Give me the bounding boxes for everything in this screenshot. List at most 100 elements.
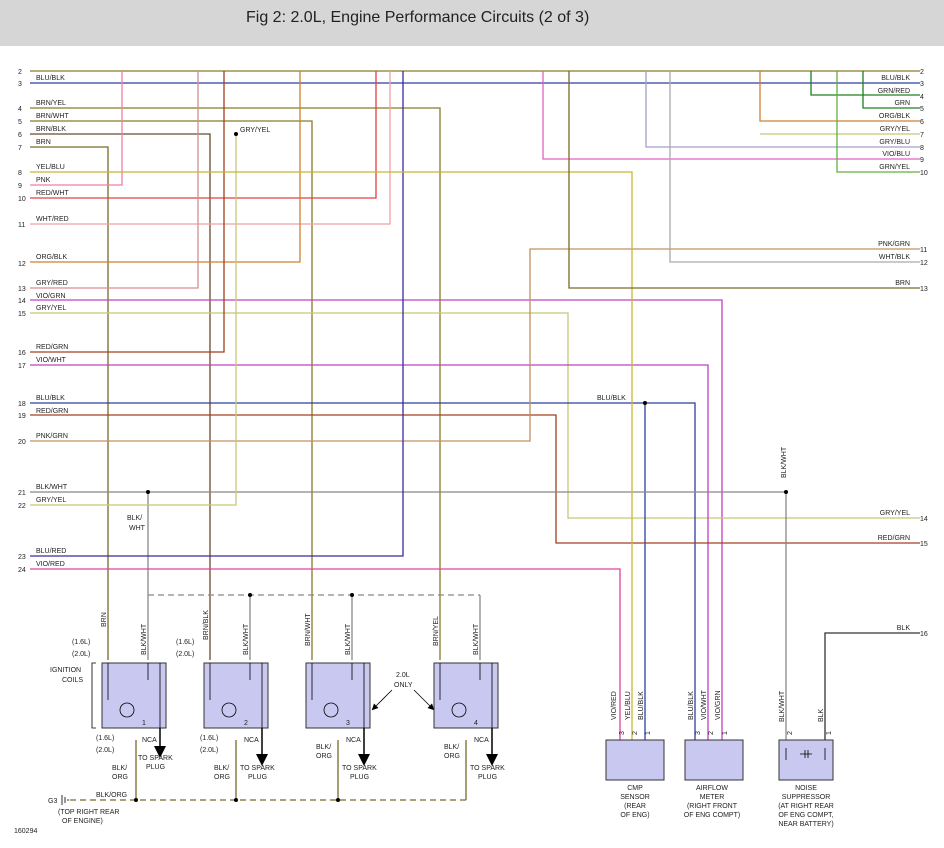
wire-red-grn-19 bbox=[30, 414, 920, 544]
coil-4-spark-1: TO SPARK bbox=[470, 765, 505, 772]
coil-3-pin2-wire: BRN/WHT bbox=[305, 613, 312, 646]
right-connector: 2 3 4 5 6 7 8 9 10 11 12 13 14 15 16 BLU… bbox=[878, 69, 928, 638]
airflow-meter: BLU/BLK VIO/WHT VIO/GRN 3 2 1 AIRFLOW ME… bbox=[684, 689, 744, 819]
wire-blu-red bbox=[30, 71, 404, 557]
coil-3-pin3-wire: BLK/WHT bbox=[345, 623, 352, 655]
cmp-pin-2: 2 bbox=[632, 731, 639, 735]
ground-g3: G3 BLK/ORG (TOP RIGHT REAR OF ENGINE) bbox=[48, 792, 127, 825]
cmp-label-2: (REAR bbox=[624, 803, 646, 810]
coil-2-nca: NCA bbox=[244, 737, 259, 744]
right-pin-13: 13 bbox=[920, 286, 928, 293]
left-pin-3: 3 bbox=[18, 81, 22, 88]
left-pin-18: 18 bbox=[18, 401, 26, 408]
cmp-label-0: CMP bbox=[627, 785, 643, 792]
wire-label-org-blk: ORG/BLK bbox=[36, 254, 67, 261]
coil-1-nca: NCA bbox=[142, 737, 157, 744]
right-label-gry-blu: GRY/BLU bbox=[879, 139, 910, 146]
left-pin-4: 4 bbox=[18, 106, 22, 113]
right-label-grn-red: GRN/RED bbox=[878, 88, 910, 95]
airflow-label-2: (RIGHT FRONT bbox=[687, 803, 738, 810]
left-pin-19: 19 bbox=[18, 413, 26, 420]
right-pin-7: 7 bbox=[920, 132, 924, 139]
coil-2-ground-1: BLK/ bbox=[214, 765, 229, 772]
wire-label-pnk: PNK bbox=[36, 177, 51, 184]
ground-wire-label: BLK/ORG bbox=[96, 792, 127, 799]
wire-paths bbox=[30, 70, 920, 801]
coil-1-variant-20: (2.0L) bbox=[72, 651, 90, 658]
cmp-pin-1: 1 bbox=[645, 731, 652, 735]
airflow-wire-3: VIO/GRN bbox=[715, 690, 722, 720]
wire-vio-grn bbox=[30, 299, 723, 740]
coil-1-spark-2: PLUG bbox=[146, 764, 165, 771]
coil-2-spark-1: TO SPARK bbox=[240, 765, 275, 772]
wire-vio-blu-r bbox=[542, 71, 920, 160]
coil-2-pin3-wire: BLK/WHT bbox=[243, 623, 250, 655]
cmp-wire-3: BLU/BLK bbox=[638, 691, 645, 720]
right-label-pnk-grn: PNK/GRN bbox=[878, 241, 910, 248]
wire-label-brn-wht: BRN/WHT bbox=[36, 113, 69, 120]
coil-4-pin3-wire: BLK/WHT bbox=[473, 623, 480, 655]
right-label-blu-blk: BLU/BLK bbox=[881, 75, 910, 82]
coil-1-variant-16: (1.6L) bbox=[72, 639, 90, 646]
wire-grn-yel-r bbox=[836, 71, 920, 173]
wire-grn bbox=[862, 71, 920, 109]
left-pin-6: 6 bbox=[18, 132, 22, 139]
ignition-coil-1: 1 BRN BLK/WHT (1.6L) (2.0L) (1.6L) (2.0L… bbox=[72, 612, 173, 781]
wire-label-brn-yel: BRN/YEL bbox=[36, 100, 66, 107]
wire-gry-yel bbox=[30, 312, 920, 519]
wire-label-yel-blu: YEL/BLU bbox=[36, 164, 65, 171]
noise-suppressor: BLK/WHT BLK 2 1 NOISE SUPPRESSOR (AT RIG… bbox=[778, 690, 834, 828]
noise-wire-1: BLK/WHT bbox=[779, 690, 786, 722]
wire-label-blk-wht: BLK/WHT bbox=[36, 484, 68, 491]
left-pin-5: 5 bbox=[18, 119, 22, 126]
right-pin-2: 2 bbox=[920, 69, 924, 76]
wire-label-brn-blk: BRN/BLK bbox=[36, 126, 66, 133]
airflow-pin-2: 2 bbox=[708, 731, 715, 735]
cmp-wire-2: YEL/BLU bbox=[625, 691, 632, 720]
wire-label-blu-blk-2: BLU/BLK bbox=[36, 395, 65, 402]
airflow-pin-1: 1 bbox=[722, 731, 729, 735]
coil-4-number: 4 bbox=[474, 720, 478, 727]
right-pin-4: 4 bbox=[920, 94, 924, 101]
wiring-diagram: 2 3 4 5 6 7 8 9 10 11 12 13 14 15 16 17 … bbox=[14, 69, 928, 835]
left-pin-16: 16 bbox=[18, 350, 26, 357]
airflow-pin-3: 3 bbox=[695, 731, 702, 735]
wire-grn-red bbox=[810, 71, 920, 96]
wire-red-grn bbox=[30, 71, 225, 353]
wire-pnk bbox=[30, 71, 123, 186]
left-pin-21: 21 bbox=[18, 490, 26, 497]
right-pin-6: 6 bbox=[920, 119, 924, 126]
ground-id: G3 bbox=[48, 798, 57, 805]
coils-group-label-2: COILS bbox=[62, 677, 83, 684]
wire-label-blu-blk: BLU/BLK bbox=[36, 75, 65, 82]
wire-label-brn: BRN bbox=[36, 139, 51, 146]
noise-pin-1: 1 bbox=[826, 731, 833, 735]
wire-wht-blk-r bbox=[669, 71, 920, 263]
left-pin-15: 15 bbox=[18, 311, 26, 318]
wire-vio-wht bbox=[30, 364, 709, 740]
ground-symbol bbox=[61, 795, 69, 805]
right-label-brn: BRN bbox=[895, 280, 910, 287]
wire-label-gry-yel: GRY/YEL bbox=[36, 305, 66, 312]
wire-label-gry-red: GRY/RED bbox=[36, 280, 68, 287]
wire-org-blk bbox=[30, 71, 301, 263]
coil-1-variant-16-low: (1.6L) bbox=[96, 735, 114, 742]
coil-4-spark-2: PLUG bbox=[478, 774, 497, 781]
airflow-wire-1: BLU/BLK bbox=[688, 691, 695, 720]
coil-4-ground-1: BLK/ bbox=[444, 744, 459, 751]
left-pin-14: 14 bbox=[18, 298, 26, 305]
right-pin-15: 15 bbox=[920, 541, 928, 548]
inline-blk-wht-vert: BLK/WHT bbox=[781, 446, 788, 478]
right-pin-5: 5 bbox=[920, 106, 924, 113]
figure-title: Fig 2: 2.0L, Engine Performance Circuits… bbox=[246, 9, 590, 26]
right-pin-9: 9 bbox=[920, 157, 924, 164]
coil-1-pin2-wire: BRN bbox=[101, 612, 108, 627]
wire-wht-red bbox=[30, 71, 391, 225]
coil-2-variant-20: (2.0L) bbox=[176, 651, 194, 658]
wire-label-blu-red: BLU/RED bbox=[36, 548, 66, 555]
coil-2-ground-2: ORG bbox=[214, 774, 230, 781]
wire-brn bbox=[30, 146, 109, 660]
coil-3-spark-2: PLUG bbox=[350, 774, 369, 781]
ground-loc-1: (TOP RIGHT REAR bbox=[58, 809, 119, 816]
right-label-gry-yel: GRY/YEL bbox=[880, 126, 910, 133]
